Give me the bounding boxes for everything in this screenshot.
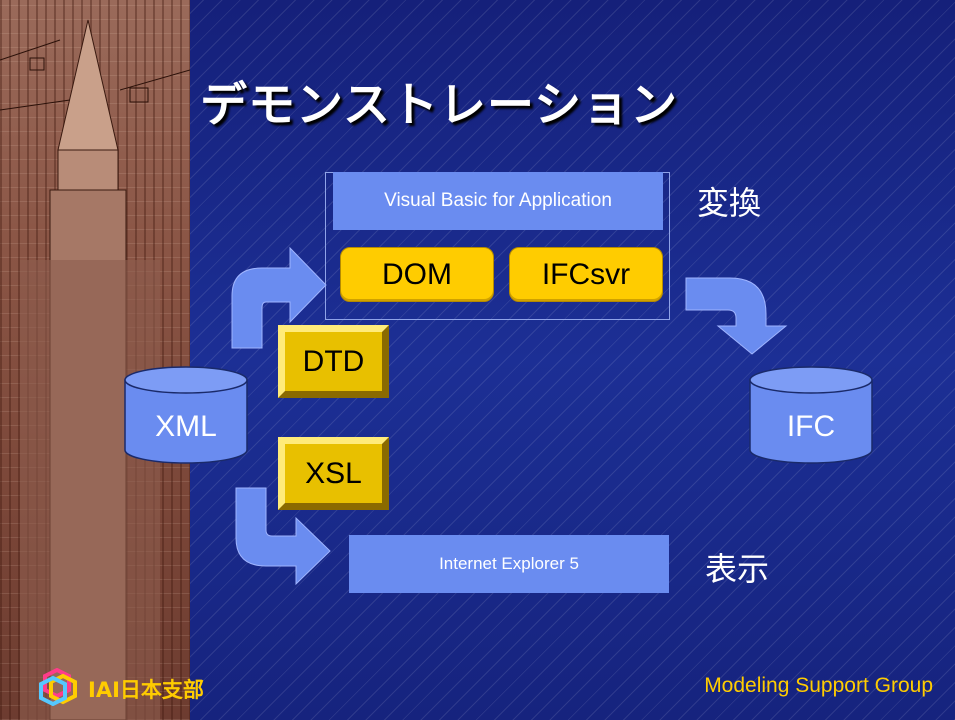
vba-label: Visual Basic for Application [384, 190, 612, 211]
footer-org: IAI日本支部 [88, 678, 204, 702]
building-illustration [0, 19, 190, 720]
ifcsvr-box: IFCsvr [509, 247, 663, 302]
ie-label: Internet Explorer 5 [439, 554, 579, 573]
dtd-box: DTD [278, 325, 389, 398]
arrow-xml-to-dom [231, 246, 327, 349]
arrow-xml-to-ie [235, 487, 331, 586]
xsl-label: XSL [305, 456, 362, 490]
xml-label: XML [155, 410, 217, 443]
convert-label: 変換 [697, 184, 762, 222]
dtd-label: DTD [302, 344, 365, 378]
internet-explorer-box: Internet Explorer 5 [349, 535, 669, 593]
dom-label: DOM [382, 257, 452, 291]
footer-group: Modeling Support Group [704, 674, 933, 697]
vba-box: Visual Basic for Application [333, 172, 663, 230]
arrow-ifcsvr-to-ifc [685, 277, 788, 355]
display-label: 表示 [705, 550, 770, 588]
xsl-box: XSL [278, 437, 389, 510]
dom-box: DOM [340, 247, 494, 302]
iai-logo-icon [37, 667, 79, 711]
ifcsvr-label: IFCsvr [541, 257, 631, 291]
xml-cylinder-icon [124, 366, 248, 464]
ifc-cylinder-icon [749, 366, 873, 464]
ifc-database: IFC [749, 366, 873, 466]
xml-database: XML [124, 366, 248, 466]
building-photo-strip [0, 0, 190, 720]
ifc-label: IFC [786, 410, 836, 443]
slide-title: デモンストレーション [200, 78, 679, 133]
